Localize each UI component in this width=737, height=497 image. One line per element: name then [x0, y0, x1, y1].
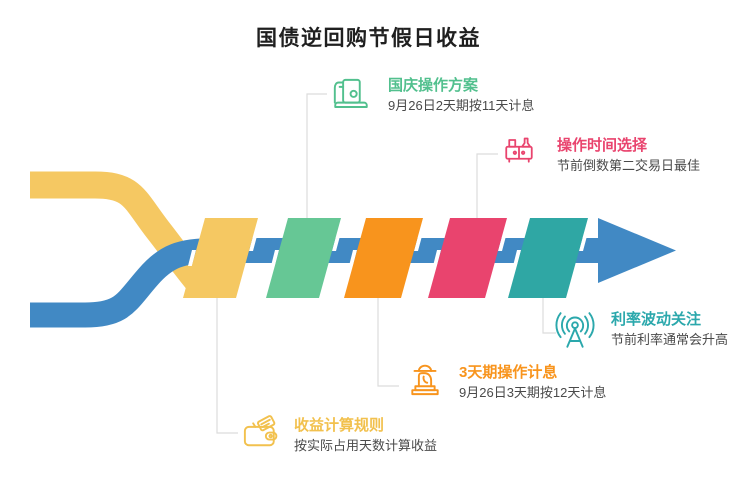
callout-subtitle: 9月26日3天期按12天计息 [459, 385, 607, 401]
connector-timing [476, 153, 498, 246]
callout-connectors [216, 93, 556, 434]
callout-text: 3天期操作计息 9月26日3天期按12天计息 [459, 364, 606, 401]
connector-national-day [306, 93, 327, 246]
ribbon-weave-notches [188, 236, 587, 266]
callout-operation-timing: 操作时间选择 节前倒数第二交易日最佳 [501, 132, 700, 174]
ribbon-yellow-branch [30, 171, 214, 297]
callout-subtitle: 节前倒数第二交易日最佳 [557, 158, 701, 174]
callout-subtitle: 按实际占用天数计算收益 [294, 438, 438, 454]
callout-income-rule: 收益计算规则 按实际占用天数计算收益 [240, 412, 437, 454]
ribbon-segment-green [266, 218, 341, 298]
register-machine-icon [326, 72, 376, 114]
callout-text: 国庆操作方案 9月26日2天期按11天计息 [388, 77, 534, 114]
callout-national-day-plan: 国庆操作方案 9月26日2天期按11天计息 [326, 72, 534, 114]
connector-rule [216, 258, 238, 434]
callout-text: 收益计算规则 按实际占用天数计算收益 [294, 417, 437, 454]
ribbon-segment-yellow [183, 218, 258, 298]
worker-statue-icon [404, 359, 446, 403]
connector-three-day [377, 258, 399, 387]
signal-tower-icon [551, 306, 599, 352]
callout-three-day-interest: 3天期操作计息 9月26日3天期按12天计息 [404, 359, 606, 403]
callout-rate-fluctuation: 利率波动关注 节前利率通常会升高 [551, 306, 728, 352]
page-title: 国债逆回购节假日收益 [256, 27, 481, 50]
ribbon-segment-pink [428, 218, 507, 298]
wallet-icon [240, 412, 283, 454]
callout-subtitle: 节前利率通常会升高 [611, 332, 729, 348]
callout-title: 利率波动关注 [611, 311, 702, 328]
callout-subtitle: 9月26日2天期按11天计息 [388, 98, 535, 114]
ribbon-arrowhead [598, 218, 676, 283]
callout-title: 3天期操作计息 [459, 364, 558, 381]
cabinet-icon [501, 132, 537, 172]
callout-text: 操作时间选择 节前倒数第二交易日最佳 [557, 137, 700, 174]
callout-title: 操作时间选择 [557, 137, 648, 154]
callout-title: 收益计算规则 [294, 417, 385, 434]
callout-title: 国庆操作方案 [388, 77, 479, 94]
ribbon-segment-orange [344, 218, 423, 298]
callout-text: 利率波动关注 节前利率通常会升高 [611, 311, 728, 348]
ribbon-segment-teal [508, 218, 588, 298]
